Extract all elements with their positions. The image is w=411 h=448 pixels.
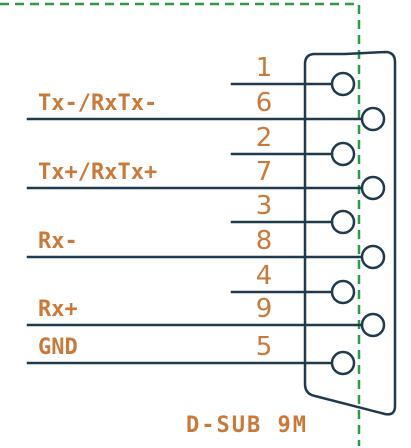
- pin-6-signal-label: Tx-/RxTx-: [38, 91, 157, 116]
- pin-8-number: 8: [256, 226, 273, 256]
- pin-5-contact: [330, 350, 356, 376]
- connector-title: D-SUB 9M: [186, 413, 308, 438]
- pin-9-signal-label: Rx+: [38, 297, 78, 322]
- pin-5-number: 5: [256, 332, 273, 362]
- pin-8-signal-label: Rx-: [38, 229, 78, 254]
- pin-2-number: 2: [256, 123, 273, 153]
- connector-shell: [303, 50, 397, 416]
- pin-9-contact: [360, 312, 386, 338]
- pin-2-contact: [330, 141, 356, 167]
- pin-6-contact: [360, 106, 386, 132]
- pin-5-signal-label: GND: [38, 335, 78, 360]
- pin-4-contact: [330, 279, 356, 305]
- pin-7-signal-label: Tx+/RxTx+: [38, 160, 157, 185]
- pin-4-number: 4: [256, 261, 273, 291]
- pin-1-contact: [330, 71, 356, 97]
- board-boundary: [0, 2, 361, 446]
- pin-7-contact: [360, 175, 386, 201]
- pin-7-number: 7: [256, 157, 273, 187]
- pin-3-number: 3: [256, 191, 273, 221]
- pin-6-number: 6: [256, 88, 273, 118]
- pin-3-contact: [330, 209, 356, 235]
- pin-9-number: 9: [256, 294, 273, 324]
- pin-8-contact: [360, 244, 386, 270]
- pin-1-number: 1: [256, 53, 273, 83]
